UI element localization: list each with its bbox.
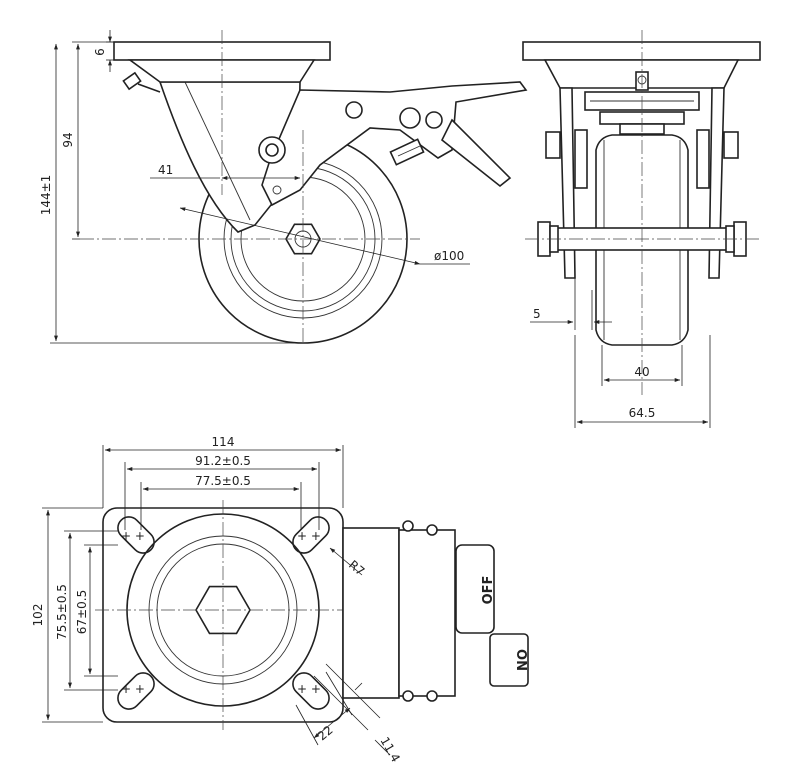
dim-hole-spacing-long-min: 77.5±0.5 xyxy=(195,474,251,488)
brake-on-label: ON xyxy=(513,649,528,671)
side-view: 6 94 144±1 41 ø100 xyxy=(39,30,528,345)
front-view: 5 40 64.5 xyxy=(522,30,761,428)
dim-hole-spacing-short-max: 75.5±0.5 xyxy=(55,584,69,640)
dim-top-plate-thickness: 6 xyxy=(93,48,107,56)
dim-hole-spacing-long-max: 91.2±0.5 xyxy=(195,454,251,468)
svg-text:+ +: + + xyxy=(297,529,321,543)
dim-total-width: 64.5 xyxy=(629,406,656,420)
brake-off-label: OFF xyxy=(481,576,496,605)
dim-offset: 41 xyxy=(158,163,173,177)
grease-nipple-icon xyxy=(122,71,161,93)
dim-plate-length: 114 xyxy=(212,435,235,449)
dim-hole-spacing-short-min: 67±0.5 xyxy=(75,590,89,634)
top-view: + + + + + + + + OFF ON 114 xyxy=(31,435,529,765)
brake-pedal-on xyxy=(489,633,529,687)
dim-slot-length: 22 xyxy=(315,723,336,744)
svg-text:+ +: + + xyxy=(121,682,145,696)
dim-plate-width: 102 xyxy=(31,604,45,627)
top-brake-assembly: OFF ON xyxy=(342,520,529,702)
svg-text:+ +: + + xyxy=(121,529,145,543)
dim-tread-width: 40 xyxy=(634,365,649,379)
dim-axle-height: 94 xyxy=(61,132,75,147)
svg-text:+ +: + + xyxy=(297,682,321,696)
dim-hub-offset: 5 xyxy=(533,307,541,321)
bolt-slots: + + + + + + + + xyxy=(117,516,330,710)
dim-wheel-diameter: ø100 xyxy=(434,249,464,263)
dim-total-height: 144±1 xyxy=(39,175,53,216)
front-top-plate xyxy=(522,41,761,61)
dim-slot-width: 11.4 xyxy=(377,735,402,765)
brake-lever xyxy=(258,81,528,207)
brake-pedal-off xyxy=(455,544,495,634)
